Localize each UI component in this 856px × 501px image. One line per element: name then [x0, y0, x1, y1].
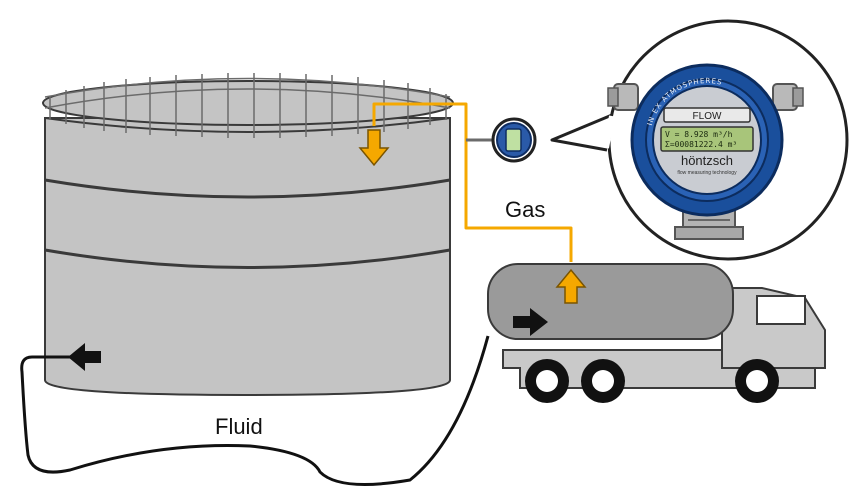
arrow-down-icon: [358, 129, 390, 167]
arrow-up-icon: [555, 268, 587, 304]
storage-tank: [42, 73, 454, 397]
fluid-label: Fluid: [215, 414, 263, 439]
arrow-right-icon: [513, 308, 548, 336]
gas-line: [372, 102, 573, 262]
truck-wheels: [525, 359, 779, 403]
meter-brand-sub: flow measuring technology: [677, 170, 737, 176]
meter-display-title: FLOW: [693, 111, 722, 122]
flow-meter-detail: IN EX ATMOSPHERES FLOW V = 8.928 m³/h Σ=…: [607, 63, 804, 240]
meter-display-line1: V = 8.928 m³/h: [665, 130, 733, 139]
meter-display-line2: Σ=00081222.4 m³: [665, 140, 737, 149]
meter-brand: höntzsch: [681, 153, 733, 168]
fluid-hose: [20, 335, 490, 486]
gas-label: Gas: [505, 197, 546, 222]
tank-railing: [44, 73, 451, 138]
arrow-left-icon: [68, 343, 101, 371]
flow-meter-gauge: [491, 117, 537, 163]
tanker-truck: [487, 263, 826, 403]
